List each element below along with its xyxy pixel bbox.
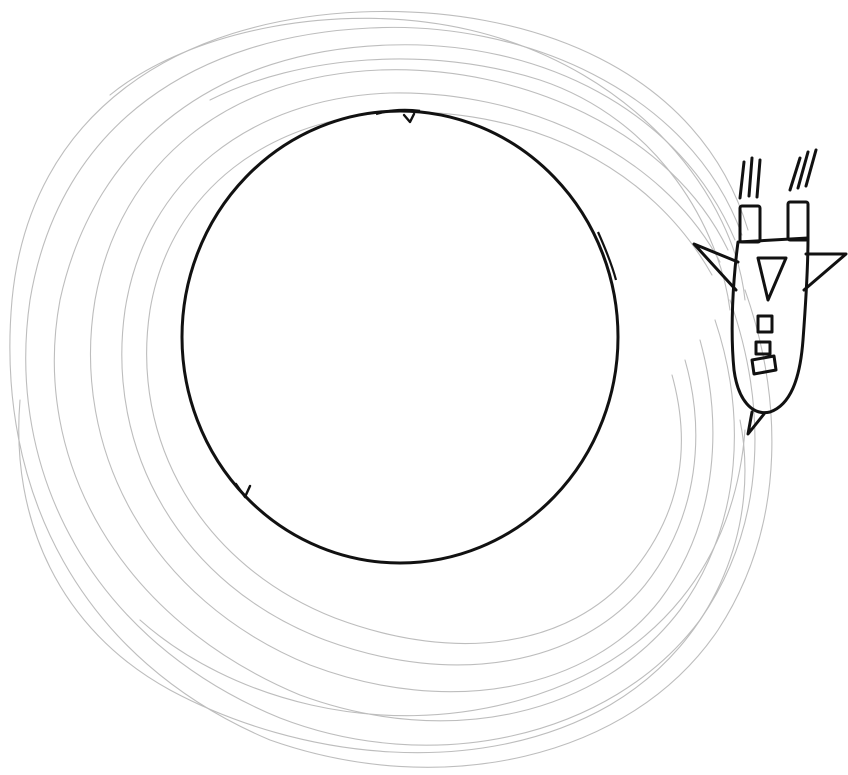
shuttle-nose (748, 412, 764, 434)
planet-outline (182, 111, 618, 563)
orbit-arrow-icon (404, 114, 414, 122)
orbit-trail-loop (26, 27, 755, 745)
shuttle-body (732, 238, 808, 413)
orbit-trail-loop (122, 93, 720, 665)
shuttle-window-triangle (758, 258, 786, 300)
orbit-trail-loop (210, 59, 730, 310)
planet-outline-overlap (598, 232, 616, 280)
shuttle-fin-right (804, 254, 846, 290)
orbit-trail-loop (54, 45, 735, 721)
shuttle-fin-left (694, 244, 738, 290)
orbit-trail-loop (110, 18, 745, 300)
exhaust-marks-right (790, 150, 816, 190)
planet-circle-icon (182, 110, 618, 563)
shuttle-window-square (752, 356, 776, 374)
exhaust-marks-left (740, 158, 760, 198)
orbit-trail-loop (19, 400, 745, 753)
orbit-trail-icon (10, 11, 772, 767)
space-shuttle-icon (694, 150, 846, 434)
engine-nozzle-left (740, 206, 760, 242)
shuttle-window-square (758, 316, 772, 332)
engine-nozzle-right (788, 202, 808, 240)
